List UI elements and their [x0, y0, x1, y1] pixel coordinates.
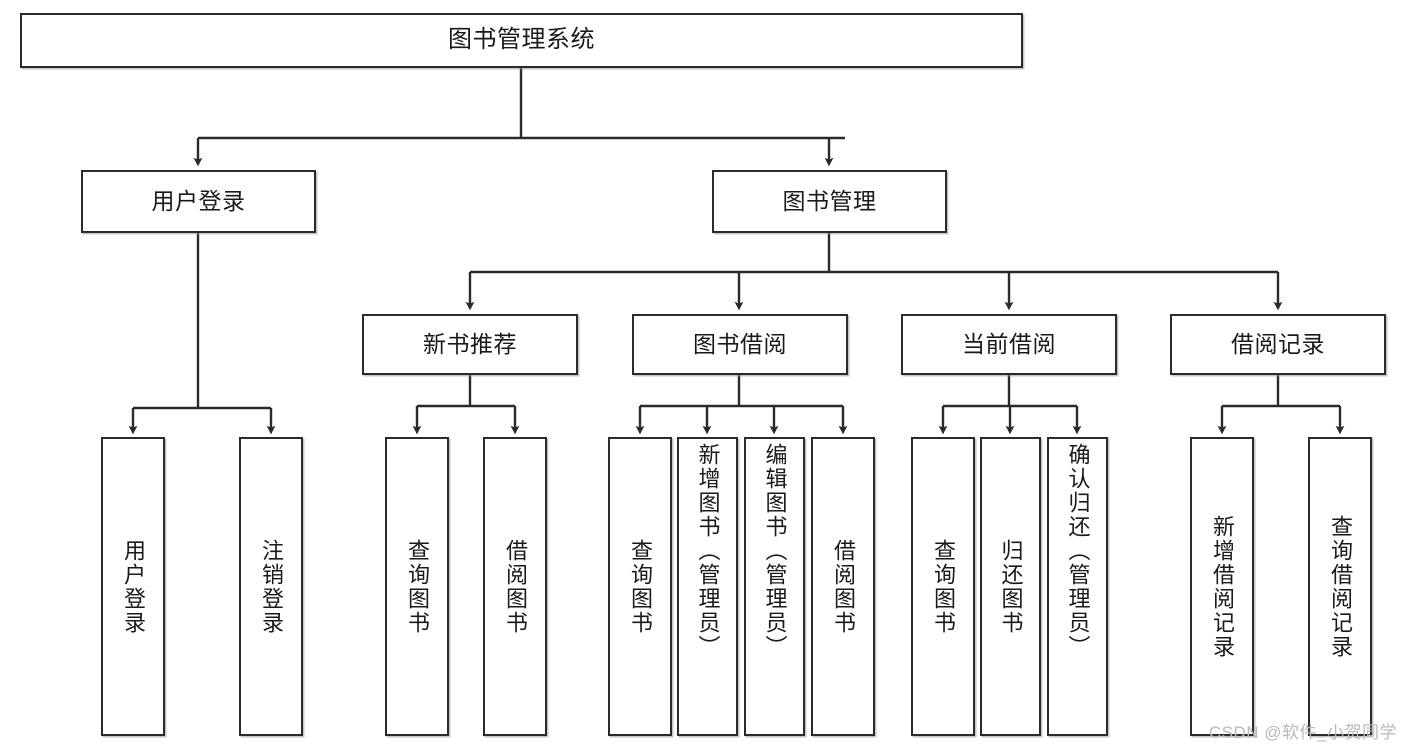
- node-leaf-cur-confirm-return-admin[interactable]: 确认归还（管理员）: [1047, 437, 1108, 736]
- node-leaf-cur-query-book[interactable]: 查询图书: [911, 437, 975, 736]
- node-user-login[interactable]: 用户登录: [81, 170, 316, 233]
- node-label: 用户登录: [120, 538, 146, 635]
- node-label: 新书推荐: [423, 330, 517, 357]
- node-root-book-management-system[interactable]: 图书管理系统: [20, 13, 1023, 68]
- node-label: 确认归还（管理员）: [1065, 443, 1091, 659]
- node-label: 新增借阅记录: [1209, 514, 1235, 659]
- node-label: 查询图书: [404, 538, 430, 635]
- node-leaf-add-borrow-record[interactable]: 新增借阅记录: [1190, 437, 1254, 736]
- node-label: 当前借阅: [962, 330, 1056, 357]
- node-leaf-user-login[interactable]: 用户登录: [101, 437, 165, 736]
- node-new-book-recommendation[interactable]: 新书推荐: [362, 314, 578, 375]
- node-label: 用户登录: [151, 187, 246, 214]
- node-leaf-borrow-edit-book-admin[interactable]: 编辑图书（管理员）: [744, 437, 805, 736]
- node-label: 借阅图书: [502, 538, 528, 635]
- node-book-management[interactable]: 图书管理: [712, 170, 947, 233]
- node-label: 图书管理系统: [448, 26, 595, 54]
- node-leaf-rec-borrow-book[interactable]: 借阅图书: [483, 437, 547, 736]
- node-current-borrowing[interactable]: 当前借阅: [901, 314, 1117, 375]
- node-label: 图书借阅: [693, 330, 787, 357]
- node-label: 归还图书: [998, 538, 1024, 635]
- node-leaf-borrow-query-book[interactable]: 查询图书: [608, 437, 672, 736]
- node-leaf-user-logout[interactable]: 注销登录: [239, 437, 303, 736]
- csdn-watermark: CSDN @软件_小贺同学: [1208, 723, 1397, 742]
- node-label: 查询借阅记录: [1327, 514, 1353, 659]
- node-leaf-query-borrow-record[interactable]: 查询借阅记录: [1308, 437, 1372, 736]
- node-label: 新增图书（管理员）: [695, 443, 721, 659]
- node-leaf-borrow-add-book-admin[interactable]: 新增图书（管理员）: [677, 437, 738, 736]
- node-leaf-rec-query-book[interactable]: 查询图书: [385, 437, 449, 736]
- node-leaf-borrow-borrow-book[interactable]: 借阅图书: [811, 437, 875, 736]
- node-label: 注销登录: [258, 538, 284, 635]
- node-label: 查询图书: [627, 538, 653, 635]
- node-book-borrowing[interactable]: 图书借阅: [632, 314, 848, 375]
- node-borrowing-records[interactable]: 借阅记录: [1170, 314, 1386, 375]
- node-label: 借阅记录: [1231, 330, 1325, 357]
- node-leaf-cur-return-book[interactable]: 归还图书: [980, 437, 1041, 736]
- node-label: 编辑图书（管理员）: [762, 443, 788, 659]
- node-label: 图书管理: [782, 187, 877, 214]
- node-label: 借阅图书: [830, 538, 856, 635]
- node-label: 查询图书: [930, 538, 956, 635]
